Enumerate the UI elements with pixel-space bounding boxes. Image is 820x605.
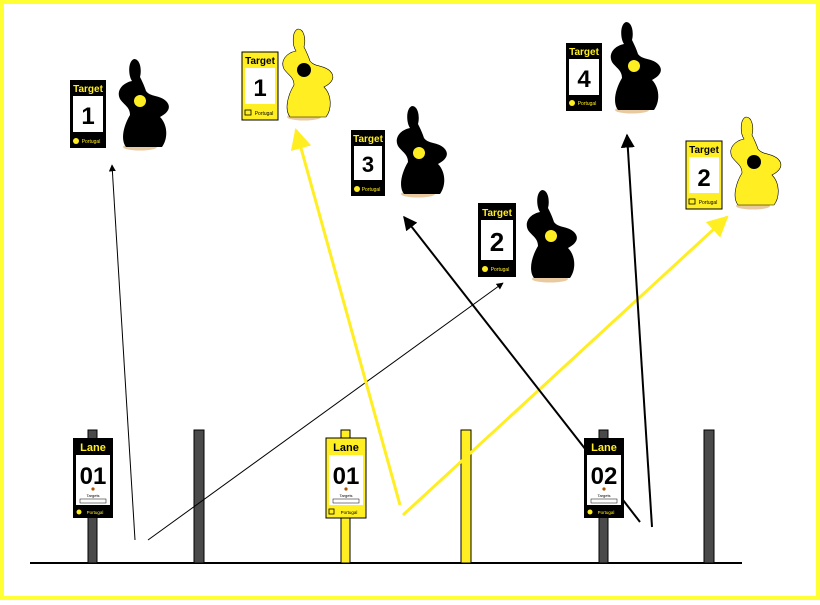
lane-card-subtitle: Targets xyxy=(597,493,610,498)
lane-sign: Lane 01 Targets Portugal xyxy=(325,437,367,519)
portugal-logo-icon xyxy=(569,100,575,106)
lane-number: 02 xyxy=(591,463,618,490)
target-number-panel xyxy=(73,96,103,132)
shooting-line xyxy=(622,499,641,523)
portugal-logo-icon xyxy=(482,266,488,272)
target-number-panel xyxy=(689,157,719,193)
lane-card-subtitle: Targets xyxy=(339,493,352,498)
portugal-logo-icon xyxy=(688,198,696,205)
target-card-footer: Portugal xyxy=(82,139,101,145)
portugal-logo-icon xyxy=(587,509,593,515)
target-group: Target 3 Portugal xyxy=(351,106,447,198)
lane-card-header: Lane xyxy=(591,442,617,454)
target-number: 2 xyxy=(697,165,710,192)
target-card-header: Target xyxy=(73,84,103,95)
target-spot xyxy=(545,230,557,242)
target-card-header: Target xyxy=(245,56,275,67)
lane-card-footer: Portugal xyxy=(87,510,104,515)
target-number: 2 xyxy=(490,227,504,257)
shooting-line xyxy=(620,133,653,528)
target-card-header: Target xyxy=(482,208,512,219)
portugal-logo-icon xyxy=(354,186,360,192)
lane-target-table xyxy=(79,498,107,504)
target-number: 4 xyxy=(577,66,591,93)
lane-number-panel xyxy=(329,455,363,505)
lane-target-table xyxy=(590,498,618,504)
lane-number: 01 xyxy=(80,463,107,490)
portugal-logo-icon xyxy=(244,109,252,116)
target-spot xyxy=(413,147,425,159)
target-number-panel xyxy=(569,59,599,95)
target-spot xyxy=(747,155,761,169)
target-group: Target 2 Portugal xyxy=(478,190,577,283)
target-spot xyxy=(297,63,311,77)
target-card-footer: Portugal xyxy=(362,187,381,193)
target-number-panel xyxy=(245,68,275,104)
target-group: Target 2 Portugal xyxy=(685,116,782,210)
portugal-logo-icon xyxy=(76,509,82,515)
shooting-line xyxy=(401,215,729,517)
divider-post xyxy=(460,429,472,564)
lane-card-subtitle: Targets xyxy=(86,493,99,498)
divider-post xyxy=(193,429,205,564)
target-group: Target 1 Portugal xyxy=(241,28,334,121)
target-number: 1 xyxy=(81,103,94,130)
target-group: Target 4 Portugal xyxy=(566,22,661,114)
target-number-panel xyxy=(354,146,382,180)
target-card-footer: Portugal xyxy=(699,200,718,206)
lane-number-panel xyxy=(587,455,621,505)
portugal-logo-icon xyxy=(73,138,79,144)
shooting-line xyxy=(147,282,504,541)
target-card-footer: Portugal xyxy=(578,101,597,107)
target-number: 3 xyxy=(362,152,374,177)
lane-card-header: Lane xyxy=(333,442,359,454)
lane-marker-icon xyxy=(91,487,95,491)
target-card-footer: Portugal xyxy=(491,267,510,273)
shooting-line xyxy=(108,164,136,541)
target-number-panel xyxy=(481,220,513,260)
target-number: 1 xyxy=(253,75,266,102)
target-card-footer: Portugal xyxy=(255,111,274,117)
target-spot xyxy=(134,95,146,107)
target-spot xyxy=(628,60,640,72)
shooting-line xyxy=(403,215,587,451)
target-card-header: Target xyxy=(689,145,719,156)
lane-marker-icon xyxy=(602,487,606,491)
target-card-header: Target xyxy=(353,134,383,145)
lane-target-table xyxy=(332,498,360,504)
lane-sign: Lane 01 Targets Portugal xyxy=(73,438,113,518)
divider-post xyxy=(703,429,715,564)
lane-card-footer: Portugal xyxy=(598,510,615,515)
lane-number: 01 xyxy=(333,463,360,490)
shooting-lines xyxy=(108,127,729,541)
target-group: Target 1 Portugal xyxy=(70,59,169,151)
portugal-logo-icon xyxy=(328,508,335,515)
lane-card-footer: Portugal xyxy=(341,510,358,515)
lane-sign: Lane 02 Targets Portugal xyxy=(584,438,624,518)
shooting-line xyxy=(290,127,402,506)
lane-number-panel xyxy=(76,455,110,505)
lane-marker-icon xyxy=(344,487,348,491)
lane-card-header: Lane xyxy=(80,442,106,454)
target-card-header: Target xyxy=(569,47,599,58)
